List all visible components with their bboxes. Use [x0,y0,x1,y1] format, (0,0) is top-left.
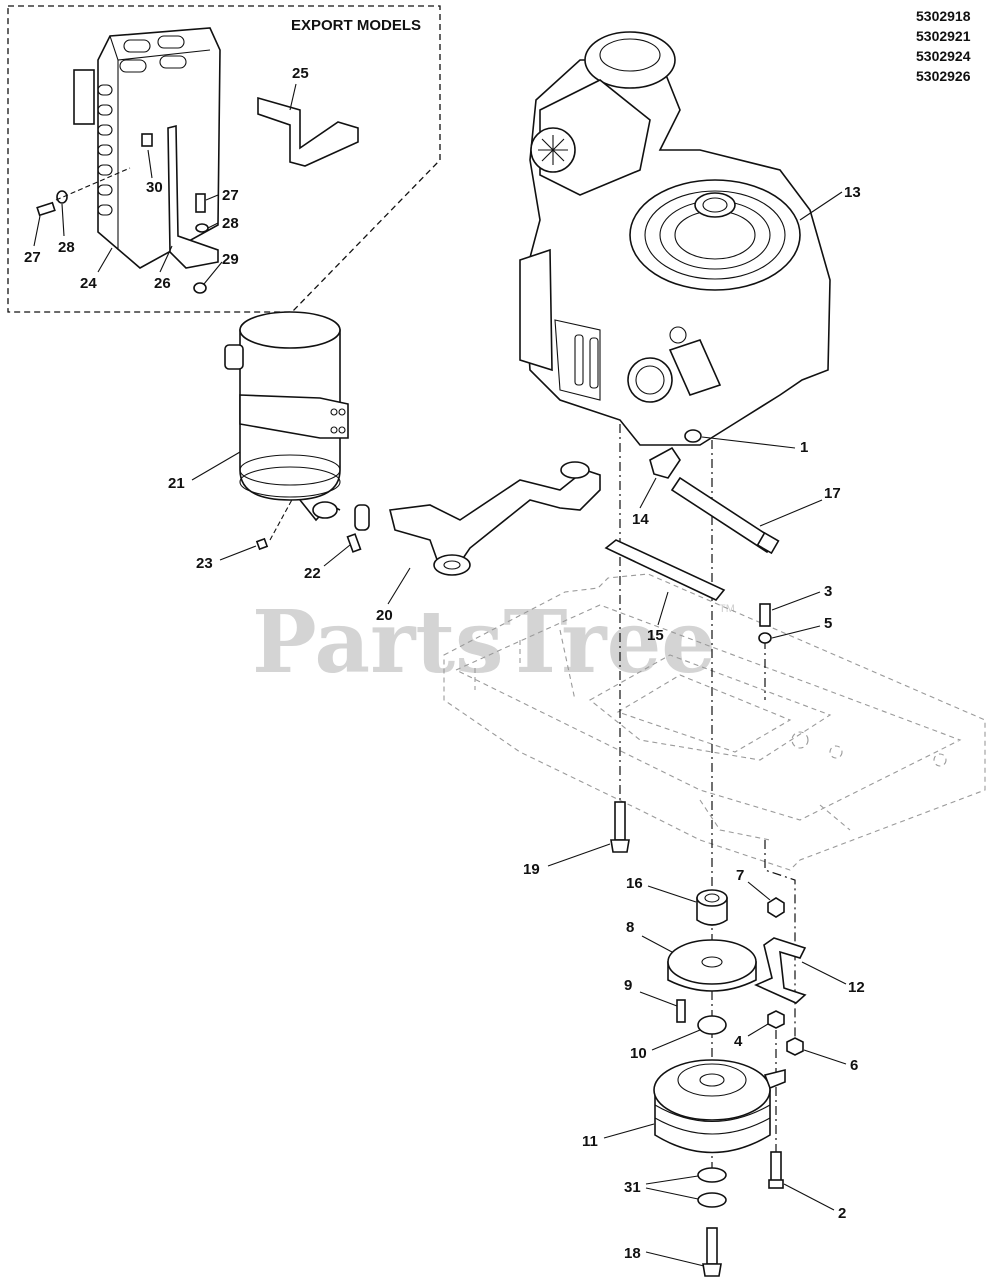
heat-shield-part [73,27,221,269]
screw-part [255,537,269,551]
callout-8: 8 [626,919,634,936]
callout-26: 26 [154,275,171,292]
callout-25: 25 [292,65,309,82]
callout-18: 18 [624,1245,641,1262]
callout-27: 27 [222,187,239,204]
bracket-part [257,96,359,167]
bolt-part [759,603,771,627]
callout-27: 27 [24,249,41,266]
pto-clutch-part [653,1059,786,1154]
callout-14: 14 [632,511,649,528]
engine-part [519,31,831,446]
long-bolt-part [610,801,630,853]
oil-drain-assembly [649,429,780,555]
spacer-part [696,889,728,926]
callout-28: 28 [58,239,75,256]
support-bracket-part [167,124,219,269]
pulley-part [667,939,757,992]
washer-part [697,1167,727,1183]
callout-19: 19 [523,861,540,878]
callout-5: 5 [824,615,832,632]
callout-24: 24 [80,275,97,292]
clutch-bolt-part [702,1227,722,1277]
nut-part [767,1010,785,1029]
spacer-plate-part [604,539,726,601]
callout-15: 15 [647,627,664,644]
model-number: 5302926 [916,68,971,84]
washer-part [697,1192,727,1208]
callout-9: 9 [624,977,632,994]
model-number: 5302924 [916,48,971,64]
muffler-part [224,311,349,522]
callout-labels: 13 1 17 14 15 3 5 21 23 22 20 19 16 7 8 … [168,184,865,1267]
watermark-tm: TM [719,603,735,615]
callout-7: 7 [736,867,744,884]
callout-6: 6 [850,1057,858,1074]
callout-10: 10 [630,1045,647,1062]
callout-23: 23 [196,555,213,572]
model-number: 5302921 [916,28,971,44]
callout-13: 13 [844,184,861,201]
callout-20: 20 [376,607,393,624]
callout-17: 17 [824,485,841,502]
callout-21: 21 [168,475,185,492]
callout-11: 11 [582,1133,598,1150]
model-number: 5302918 [916,8,971,24]
callout-1: 1 [800,439,808,456]
callout-3: 3 [824,583,832,600]
model-number-list: 5302918 5302921 5302924 5302926 [916,8,971,84]
callout-16: 16 [626,875,643,892]
exhaust-pipe-part [346,461,601,576]
pto-bracket-part [754,937,807,1004]
nut-part [767,897,785,918]
bolt-part [768,1151,784,1189]
callout-4: 4 [734,1033,743,1050]
export-models-inset: EXPORT MODELS [7,5,441,313]
callout-12: 12 [848,979,865,996]
nut-part [786,1037,804,1056]
callout-22: 22 [304,565,321,582]
callout-30: 30 [146,179,163,196]
callout-28: 28 [222,215,239,232]
callout-31: 31 [624,1179,641,1196]
key-part [676,999,686,1023]
bushing-part [697,1015,727,1035]
inset-title: EXPORT MODELS [291,17,421,34]
callout-2: 2 [838,1205,846,1222]
callout-29: 29 [222,251,239,268]
washer-part [758,632,772,644]
watermark: PartsTree [252,592,716,693]
mower-frame-phantom [443,573,986,871]
